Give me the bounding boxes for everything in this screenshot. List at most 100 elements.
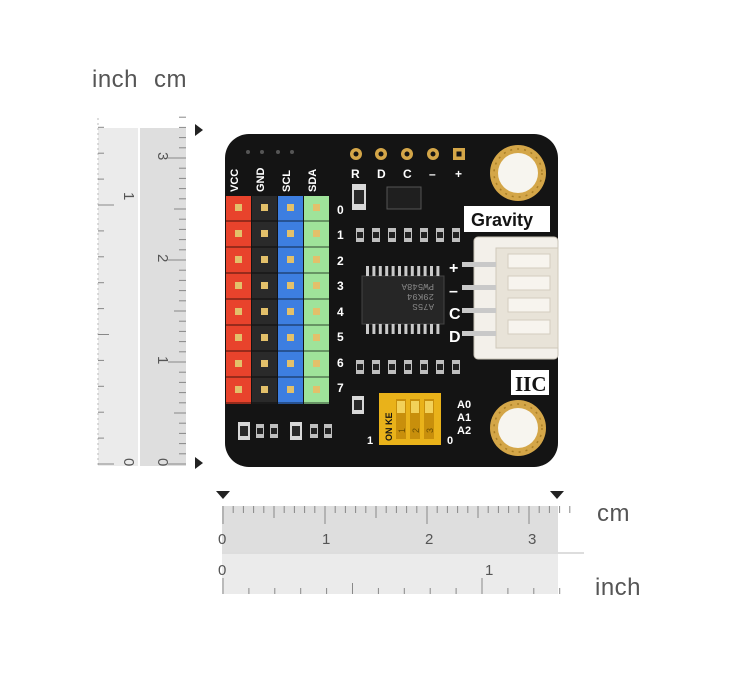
header-label-gnd: GND — [255, 168, 267, 193]
h-marker-right — [550, 491, 564, 499]
header-pin — [313, 230, 320, 237]
chip-marking-1: PW548A — [401, 281, 434, 291]
smd-body — [373, 232, 379, 238]
ic-leg — [404, 324, 408, 334]
header-pin — [287, 360, 294, 367]
ic-leg — [385, 324, 389, 334]
smd-cap-body — [354, 400, 362, 410]
dip-pos-1: 1 — [397, 428, 407, 433]
header-pin — [235, 282, 242, 289]
smd-body — [405, 364, 411, 370]
horizontal-cm-strip — [222, 506, 558, 552]
channel-7: 7 — [337, 381, 344, 395]
h-inch-label-0: 0 — [218, 562, 226, 579]
header-pin — [261, 204, 268, 211]
header-pin — [235, 230, 242, 237]
cm-label-top: cm — [154, 66, 187, 93]
v-cm-label-0: 0 — [154, 458, 171, 466]
header-pin — [313, 308, 320, 315]
vertical-inch-strip — [98, 128, 138, 466]
smd-cap-body — [240, 426, 248, 436]
ic-leg — [372, 324, 376, 334]
ic-leg — [378, 324, 382, 334]
header-pin — [313, 204, 320, 211]
header-pin — [261, 256, 268, 263]
ic-leg — [423, 266, 427, 276]
pin-label-plus: + — [455, 167, 462, 181]
mounting-hole-bottom — [490, 400, 546, 456]
header-pin — [287, 204, 294, 211]
address-a1: A1 — [457, 412, 471, 424]
connector-pin-c: C — [449, 306, 461, 323]
header-pin — [287, 334, 294, 341]
v-cm-label-3: 3 — [154, 152, 171, 160]
ic-leg — [391, 324, 395, 334]
interface-iic: IIC — [515, 372, 547, 396]
header-pin — [287, 308, 294, 315]
ic-leg — [423, 324, 427, 334]
inch-label-top: inch — [92, 66, 139, 93]
smd-cap-body — [292, 426, 300, 436]
header-pin — [313, 360, 320, 367]
ic-leg — [398, 324, 401, 334]
ic-leg — [366, 266, 369, 276]
ic-leg — [404, 266, 408, 276]
dip-label-1: 1 — [367, 435, 373, 447]
h-cm-label-3: 3 — [528, 531, 536, 548]
header-pin — [287, 282, 294, 289]
header-pin — [313, 334, 320, 341]
sensor-board: R D C – + VCC GND SCL SDA 0 1 2 3 4 5 6 … — [225, 134, 559, 467]
smd-body — [405, 232, 411, 238]
ic-leg — [366, 324, 369, 334]
iic-badge — [511, 370, 549, 395]
ic-leg — [436, 266, 440, 276]
pin-label-minus: – — [429, 167, 436, 181]
ic-leg — [430, 266, 433, 276]
smd-body — [453, 232, 459, 238]
smd-body — [389, 364, 395, 370]
channel-4: 4 — [337, 305, 344, 319]
regulator-chip — [386, 186, 422, 210]
header-pin — [287, 386, 294, 393]
header-pin — [235, 360, 242, 367]
h-cm-label-0: 0 — [218, 531, 226, 548]
header-label-scl: SCL — [281, 170, 293, 192]
header-pin — [235, 386, 242, 393]
ic-leg — [417, 266, 421, 276]
channel-2: 2 — [337, 254, 344, 268]
smd-components — [238, 228, 460, 440]
header-pin — [287, 256, 294, 263]
dip-label-0: 0 — [447, 435, 453, 447]
vertical-cm-strip — [140, 128, 186, 466]
pin-label-r: R — [351, 167, 360, 181]
smd-body — [437, 232, 443, 238]
ic-leg — [385, 266, 389, 276]
address-a2: A2 — [457, 425, 471, 437]
v-marker-bottom — [195, 457, 203, 469]
smd-body — [437, 364, 443, 370]
channel-5: 5 — [337, 330, 344, 344]
header-pin — [261, 282, 268, 289]
vertical-ruler: 3 2 1 0 1 0 — [97, 116, 203, 469]
pin-label-d: D — [377, 167, 386, 181]
header-label-sda: SDA — [307, 169, 319, 192]
header-pin — [235, 256, 242, 263]
ic-leg — [430, 324, 433, 334]
chip-marking-3: A75S — [412, 301, 434, 311]
horizontal-ruler: 0 1 2 3 0 1 — [216, 491, 584, 594]
inch-label-bottom: inch — [595, 574, 642, 601]
connector-pin-plus: + — [449, 260, 458, 277]
header-pin — [261, 360, 268, 367]
connector-pin-minus: – — [449, 283, 458, 300]
ic-leg — [410, 324, 414, 334]
header-pin — [313, 282, 320, 289]
smd-body — [453, 364, 459, 370]
ic-leg — [378, 266, 382, 276]
header-pin — [235, 204, 242, 211]
v-cm-label-1: 1 — [154, 356, 171, 364]
dip-pos-3: 3 — [425, 428, 435, 433]
channel-0: 0 — [337, 203, 344, 217]
connector-pin-d: D — [449, 329, 461, 346]
channel-6: 6 — [337, 356, 344, 370]
